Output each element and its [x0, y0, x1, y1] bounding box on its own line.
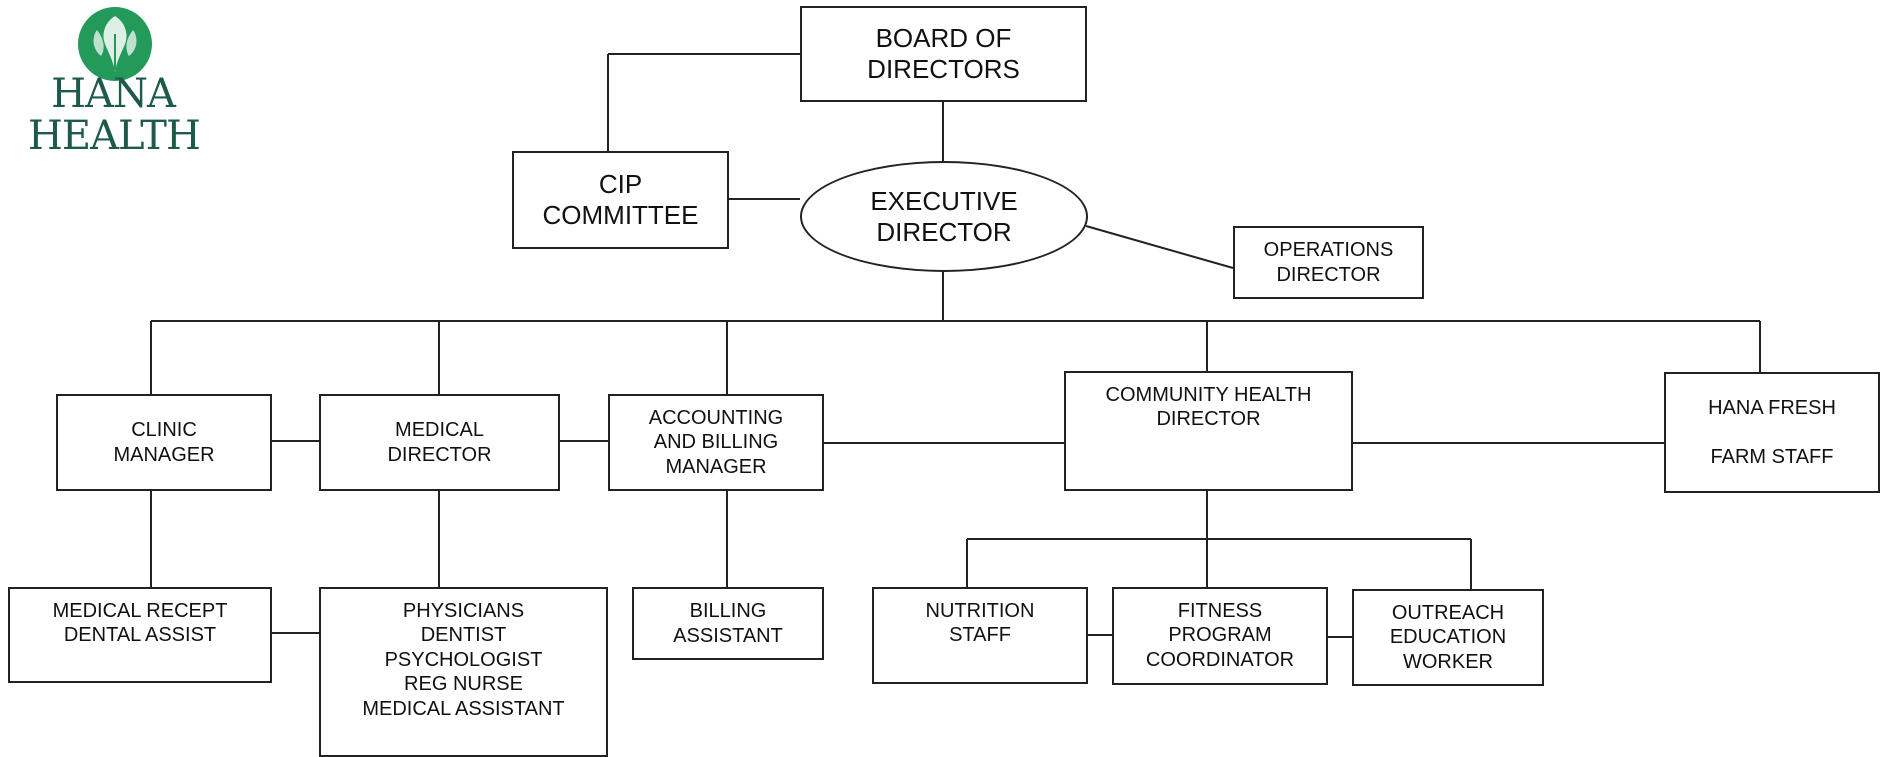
physicians-label-line: DENTIST — [420, 624, 507, 647]
executive-label-line: EXECUTIVE — [870, 185, 1018, 216]
physicians-label-line: PHYSICIANS — [402, 600, 525, 622]
hanafresh-label-line: FARM STAFF — [1710, 445, 1834, 468]
nutrition-label-line: STAFF — [949, 624, 1011, 647]
fitness-label-line: PROGRAM — [1168, 624, 1272, 647]
board-label-line: DIRECTORS — [867, 54, 1020, 84]
outreach-label-line: EDUCATION — [1389, 626, 1507, 649]
outreach-label-line: WORKER — [1403, 650, 1493, 673]
clinic-label-line: MANAGER — [113, 443, 215, 466]
taro-leaf-emblem-icon — [78, 7, 152, 81]
outreach-label-line: OUTREACH — [1391, 602, 1505, 624]
physicians-label-line: MEDICAL ASSISTANT — [362, 697, 565, 720]
cip-label-line: CIP — [598, 169, 643, 200]
billing-label-line: ASSISTANT — [673, 624, 783, 647]
medical-label-line: DIRECTOR — [387, 443, 492, 466]
nutrition-label-line: NUTRITION — [925, 600, 1035, 622]
fitness-label-line: FITNESS — [1177, 600, 1263, 622]
logo-text-hana: HANA — [51, 71, 176, 117]
medical-label-line: MEDICAL — [395, 419, 484, 442]
physicians-label-line: PSYCHOLOGIST — [384, 648, 543, 671]
hanafresh-node: HANA FRESH FARM STAFF — [1664, 372, 1880, 493]
physicians-label-line: REG NURSE — [404, 673, 523, 696]
accounting-label-line: ACCOUNTING — [648, 406, 784, 429]
hanafresh-label-line: HANA FRESH — [1708, 397, 1836, 420]
reception-label-line: MEDICAL RECEPT — [52, 600, 228, 622]
community-label-line: DIRECTOR — [1156, 408, 1261, 431]
operations-label-line: OPERATIONS — [1263, 239, 1394, 262]
hana-health-logo: HANA HEALTH — [28, 4, 208, 164]
clinic-label-line: CLINIC — [131, 419, 197, 442]
fitness-label-line: COORDINATOR — [1145, 648, 1295, 671]
reception-label-line: DENTAL ASSIST — [63, 624, 217, 647]
billing-label-line: BILLING — [689, 600, 767, 623]
cip-label-line: COMMITTEE — [542, 200, 699, 230]
accounting-label-line: MANAGER — [665, 455, 767, 478]
connector-exec-to-operations — [1085, 225, 1234, 269]
board-label-line: BOARD OF — [875, 23, 1012, 54]
logo-text-health: HEALTH — [28, 113, 201, 159]
community-label-line: COMMUNITY HEALTH — [1105, 384, 1312, 406]
executive-label-line: DIRECTOR — [876, 216, 1012, 247]
operations-label-line: DIRECTOR — [1276, 263, 1381, 286]
accounting-label-line: AND BILLING — [653, 431, 779, 454]
